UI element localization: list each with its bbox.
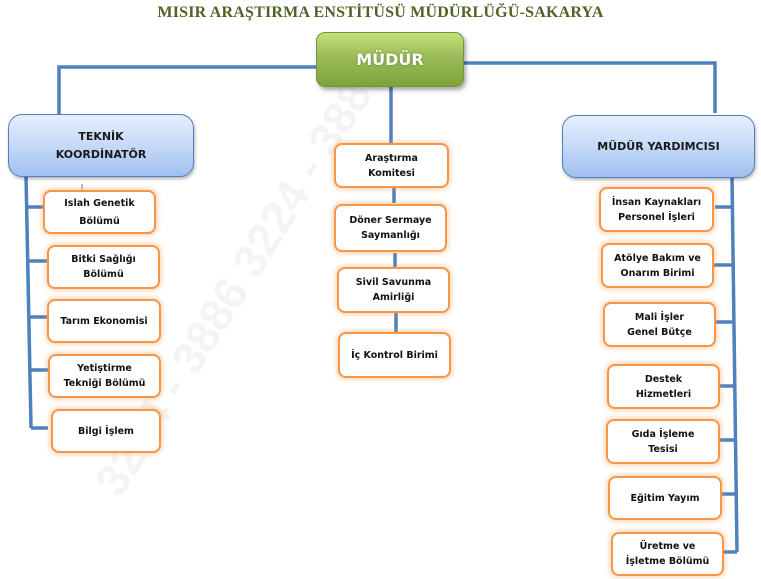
node-label-line1: Mali İşler	[634, 311, 685, 323]
node-label-line1: İç Kontrol Birimi	[351, 349, 438, 361]
node-mudur-yardimcisi[interactable]: MÜDÜR YARDIMCISI	[562, 115, 755, 178]
node-label-line1: MÜDÜR YARDIMCISI	[597, 139, 720, 153]
node-label: MÜDÜR	[356, 50, 424, 69]
node-label-line1: İnsan Kaynakları	[611, 196, 702, 208]
node-label-line2: Hizmetleri	[635, 388, 692, 400]
node-bilgi-islem[interactable]: Bilgi İşlem	[51, 409, 161, 453]
node-label-line1: Tarım Ekonomisi	[60, 315, 148, 327]
node-label-line1: Destek	[644, 373, 683, 385]
node-label-line1: Bitki Sağlığı	[71, 254, 136, 265]
node-label-line2: Amirliği	[372, 292, 415, 303]
node-label-line2: Personel İşleri	[618, 211, 695, 223]
node-label-line2: Onarım Birimi	[620, 267, 695, 279]
node-atolye-bakim[interactable]: Atölye Bakım ve Onarım Birimi	[601, 243, 714, 288]
connector-root-left	[57, 65, 316, 115]
node-label-line1: Bilgi İşlem	[78, 425, 134, 437]
node-label-line2: Tekniği Bölümü	[63, 378, 146, 389]
node-tarim-ekonomisi[interactable]: Tarım Ekonomisi	[47, 299, 161, 343]
node-label-line1: Eğitim Yayım	[630, 492, 700, 504]
chart-title: MISIR ARAŞTIRMA ENSTİTÜSÜ MÜDÜRLÜĞÜ-SAKA…	[157, 4, 604, 21]
node-label-line2: Komitesi	[368, 167, 415, 179]
node-label-line2: Tesisi	[648, 443, 678, 455]
node-egitim-yayim[interactable]: Eğitim Yayım	[608, 476, 722, 520]
node-label-line1: Üretme ve	[639, 541, 696, 552]
connector-left-spine	[24, 174, 33, 429]
node-label-line2: KOORDİNATÖR	[55, 147, 147, 161]
node-label-line2: Genel Bütçe	[627, 326, 692, 338]
connector-root-right	[464, 61, 717, 113]
node-teknik-koordinator[interactable]: TEKNİK KOORDİNATÖR	[8, 114, 194, 177]
node-label-line1: Atölye Bakım ve	[614, 252, 701, 264]
node-label-line1: TEKNİK	[78, 129, 124, 143]
node-label-line1: Islah Genetik	[64, 197, 135, 209]
node-label-line1: Araştırma	[365, 152, 418, 164]
node-label-line2: Saymanlığı	[361, 230, 420, 241]
node-label-line1: Yetiştirme	[77, 363, 132, 374]
node-uretme-isletme[interactable]: Üretme ve İşletme Bölümü	[611, 532, 724, 576]
node-label-line1: Döner Sermaye	[349, 215, 432, 226]
node-label-line2: İşletme Bölümü	[625, 556, 710, 567]
node-label-line2: Bölümü	[83, 269, 124, 280]
node-mudur[interactable]: MÜDÜR	[316, 32, 464, 87]
node-ic-kontrol[interactable]: İç Kontrol Birimi	[338, 332, 451, 378]
node-label-line1: Gıda İşleme	[631, 428, 695, 440]
node-label-line1: Sivil Savunma	[355, 277, 432, 288]
connector-right-spine	[730, 176, 739, 553]
node-label-line2: Bölümü	[79, 215, 120, 227]
